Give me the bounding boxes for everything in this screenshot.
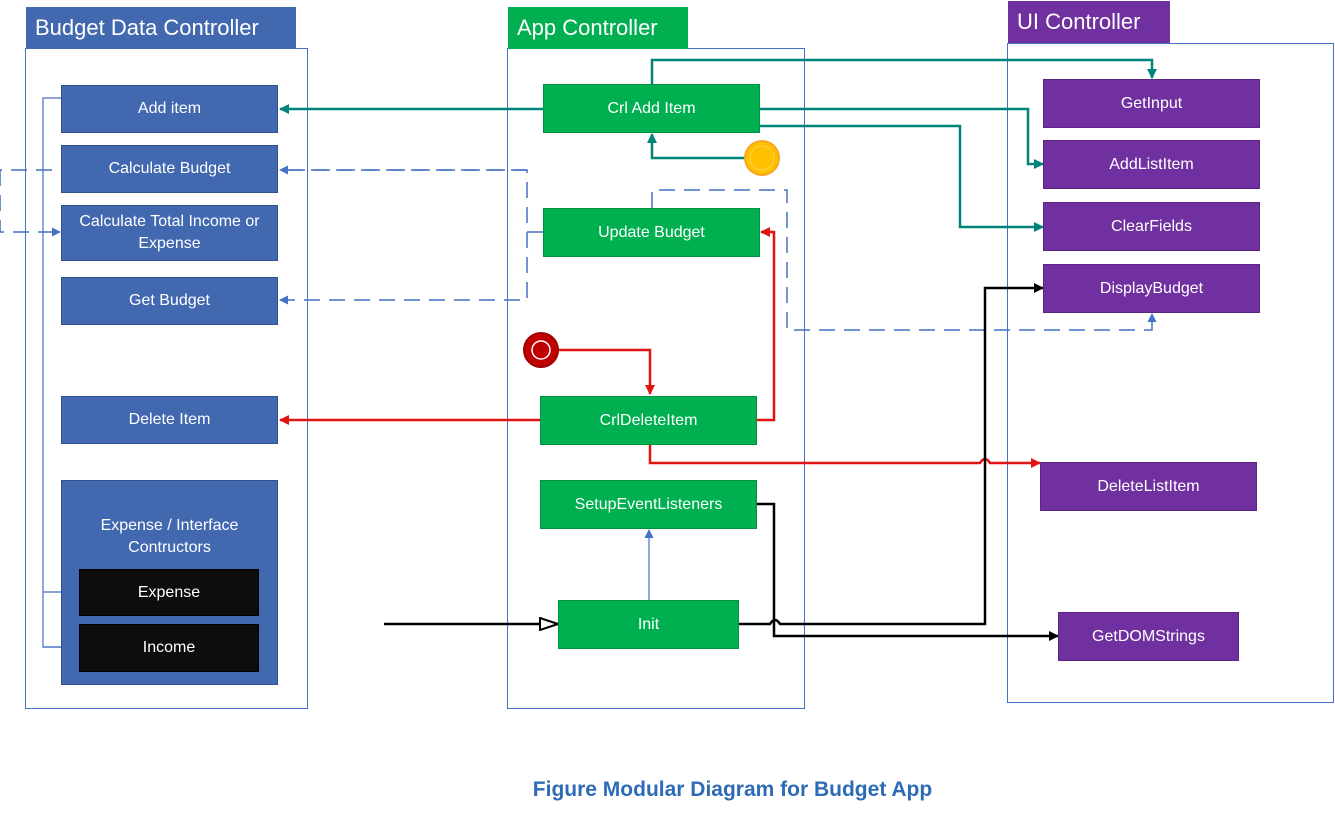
update-budget-box: Update Budget xyxy=(543,208,760,257)
delete-item-box: Delete Item xyxy=(61,396,278,444)
get-input-box: GetInput xyxy=(1043,79,1260,128)
constructors-title: Expense / Interface Contructors xyxy=(100,517,239,556)
calculate-total-box: Calculate Total Income or Expense xyxy=(61,205,278,261)
add-item-box: Add item xyxy=(61,85,278,133)
add-list-item-box: AddListItem xyxy=(1043,140,1260,189)
budget-data-controller-title: Budget Data Controller xyxy=(26,7,296,49)
crl-delete-item-box: CrlDeleteItem xyxy=(540,396,757,445)
init-box: Init xyxy=(558,600,739,649)
ui-controller-title: UI Controller xyxy=(1008,1,1170,43)
get-budget-box: Get Budget xyxy=(61,277,278,325)
expense-constructor-box: Expense xyxy=(79,569,259,616)
figure-caption: Figure Modular Diagram for Budget App xyxy=(532,778,933,801)
setup-event-listeners-box: SetupEventListeners xyxy=(540,480,757,529)
app-controller-title: App Controller xyxy=(508,7,688,49)
calculate-budget-box: Calculate Budget xyxy=(61,145,278,193)
income-constructor-box: Income xyxy=(79,624,259,672)
clear-fields-box: ClearFields xyxy=(1043,202,1260,251)
crl-add-item-box: Crl Add Item xyxy=(543,84,760,133)
display-budget-box: DisplayBudget xyxy=(1043,264,1260,313)
get-dom-strings-box: GetDOMStrings xyxy=(1058,612,1239,661)
delete-list-item-box: DeleteListItem xyxy=(1040,462,1257,511)
